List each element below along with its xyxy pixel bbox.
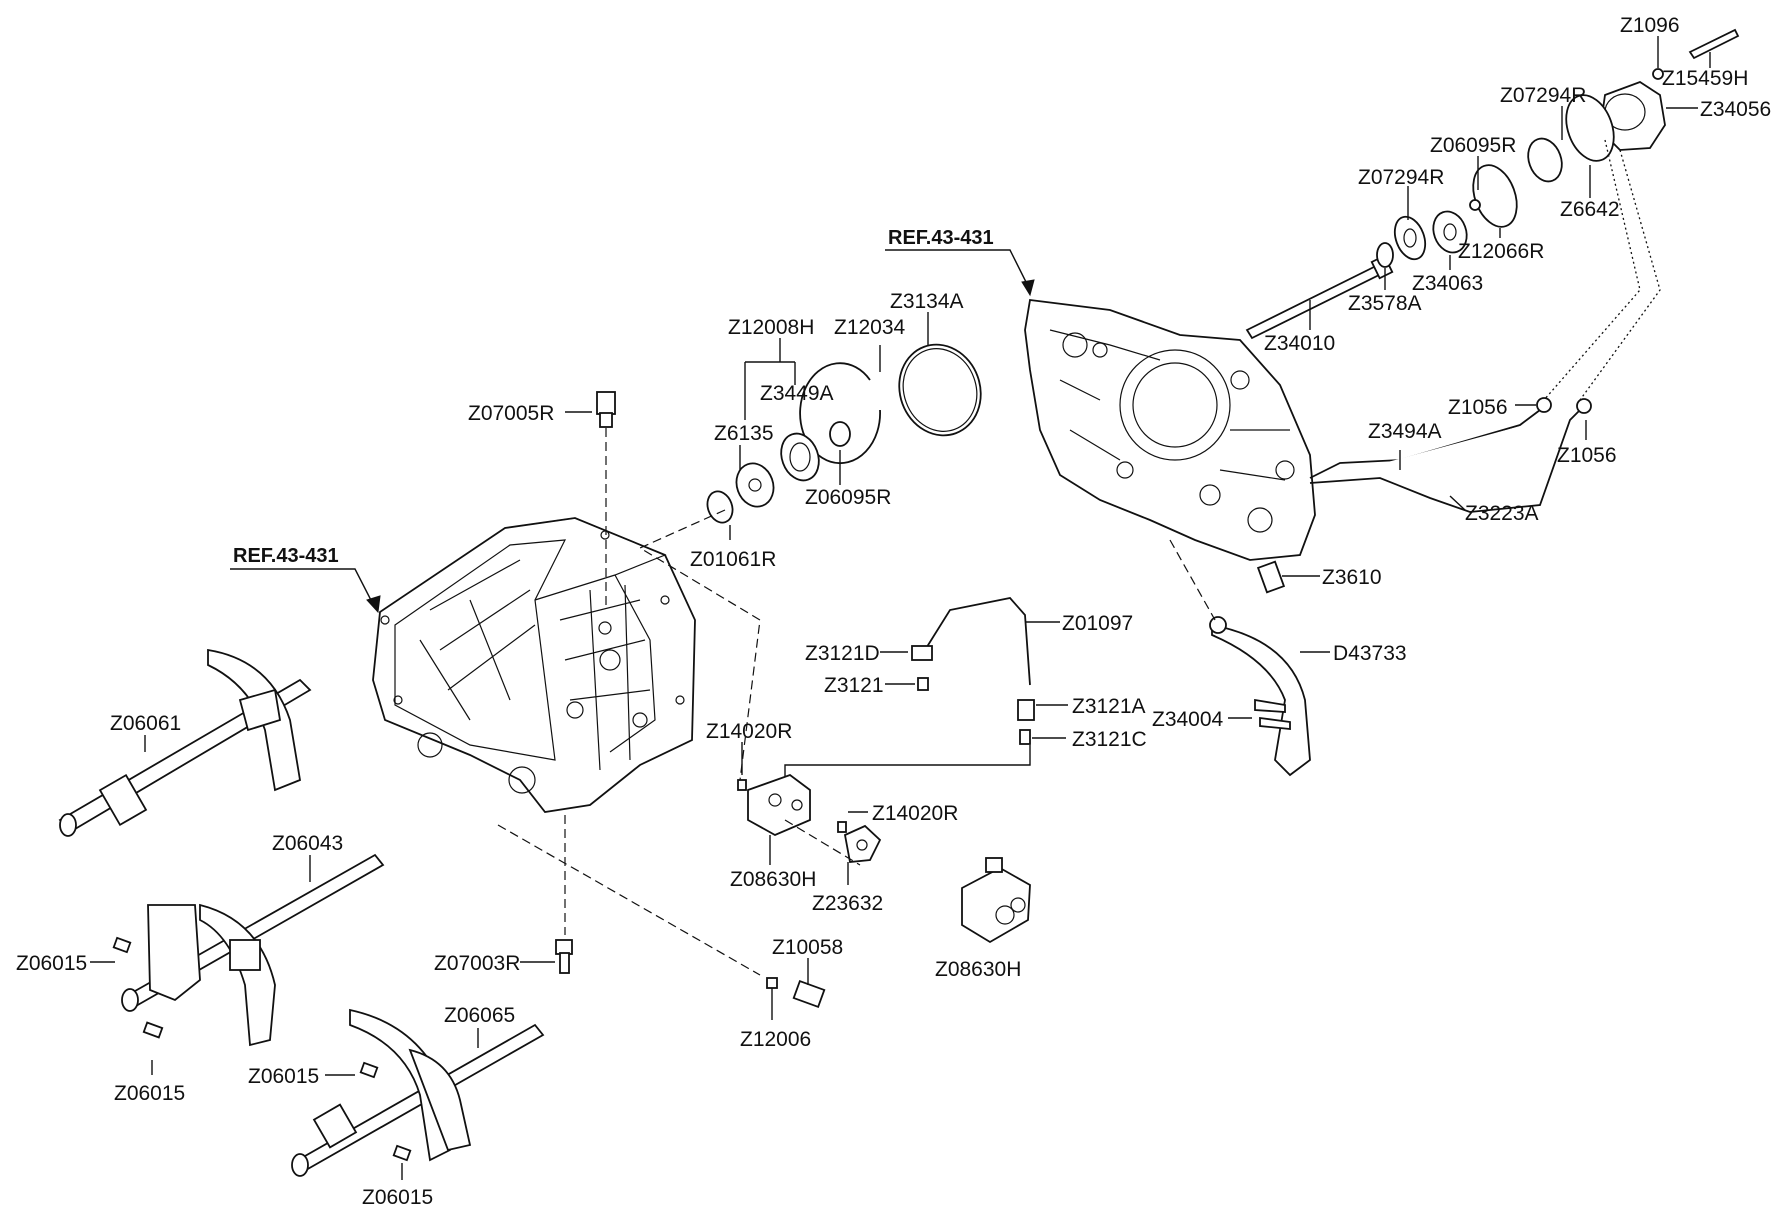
label-z12034: Z12034 xyxy=(834,316,906,339)
label-z3134a: Z3134A xyxy=(890,290,964,313)
label-z06043: Z06043 xyxy=(272,832,343,855)
label-z3121c: Z3121C xyxy=(1072,728,1147,751)
label-d43733: D43733 xyxy=(1333,642,1407,665)
shift-rail-z06065 xyxy=(291,1008,545,1177)
bell-housing-right xyxy=(1024,298,1316,561)
label-z07003r: Z07003R xyxy=(434,952,520,975)
breather-z07005r xyxy=(555,391,616,974)
label-z06095r: Z06095R xyxy=(805,486,891,509)
label-z6135: Z6135 xyxy=(714,422,774,445)
label-z34010: Z34010 xyxy=(1264,332,1335,355)
label-z07294r: Z07294R xyxy=(1358,166,1444,189)
label-z07005r: Z07005R xyxy=(468,402,554,425)
label-z1056-a: Z1056 xyxy=(1448,396,1508,419)
sensor-z3610 xyxy=(1256,560,1286,594)
label-z06095r-top: Z06095R xyxy=(1430,134,1516,157)
label-z3494a: Z3494A xyxy=(1368,420,1442,443)
part-labels: REF.43-431 REF.43-431 Z1096 Z15459H Z340… xyxy=(16,14,1771,1209)
label-z14020r-a: Z14020R xyxy=(706,720,792,743)
label-z1096: Z1096 xyxy=(1620,14,1680,37)
label-z3121: Z3121 xyxy=(824,674,884,697)
label-z01097: Z01097 xyxy=(1062,612,1133,635)
ref-label-top: REF.43-431 xyxy=(888,227,994,249)
label-z3610: Z3610 xyxy=(1322,566,1382,589)
label-z01061r: Z01061R xyxy=(690,548,776,571)
label-z23632: Z23632 xyxy=(812,892,883,915)
label-z3578a: Z3578A xyxy=(1348,292,1422,315)
label-z08630h-right: Z08630H xyxy=(935,958,1021,981)
label-z15459h: Z15459H xyxy=(1662,67,1748,90)
label-z14020r-b: Z14020R xyxy=(872,802,958,825)
valve-block-z08630h-center xyxy=(737,773,882,863)
guide-lines xyxy=(497,428,1216,976)
label-z6642: Z6642 xyxy=(1560,198,1620,221)
label-z10058: Z10058 xyxy=(772,936,843,959)
transmission-case-left xyxy=(372,517,696,813)
label-z34004: Z34004 xyxy=(1152,708,1224,731)
shift-rail-z06061 xyxy=(58,648,312,837)
cover-z34056 xyxy=(1599,28,1740,151)
shift-rail-z06043 xyxy=(112,853,385,1047)
shift-fork-d43733 xyxy=(1209,616,1311,777)
label-z12008h: Z12008H xyxy=(728,316,814,339)
label-z12006: Z12006 xyxy=(740,1028,811,1051)
rings-and-bearings xyxy=(706,94,1615,524)
label-z06015-c: Z06015 xyxy=(248,1065,319,1088)
ref-label-left: REF.43-431 xyxy=(233,545,339,567)
label-z3223a: Z3223A xyxy=(1465,502,1539,525)
label-z34063: Z34063 xyxy=(1412,272,1483,295)
label-z06061: Z06061 xyxy=(110,712,181,735)
pipes-z3494a-z3223a xyxy=(1309,139,1661,513)
label-z1056-b: Z1056 xyxy=(1557,444,1617,467)
label-z34056: Z34056 xyxy=(1700,98,1771,121)
leader-lines xyxy=(90,36,1711,1180)
label-z06065: Z06065 xyxy=(444,1004,515,1027)
label-z07294r-top: Z07294R xyxy=(1500,84,1586,107)
label-z12066r: Z12066R xyxy=(1458,240,1544,263)
label-z3449a: Z3449A xyxy=(760,382,834,405)
label-z06015-d: Z06015 xyxy=(362,1186,433,1209)
sensor-z10058 xyxy=(766,977,826,1009)
label-z08630h-center: Z08630H xyxy=(730,868,816,891)
label-z06015-a: Z06015 xyxy=(16,952,87,975)
label-z3121d: Z3121D xyxy=(805,642,880,665)
label-z06015-b: Z06015 xyxy=(114,1082,185,1105)
label-z3121a: Z3121A xyxy=(1072,695,1146,718)
pipe-z01097 xyxy=(784,597,1035,792)
valve-block-z08630h-right xyxy=(961,857,1031,944)
